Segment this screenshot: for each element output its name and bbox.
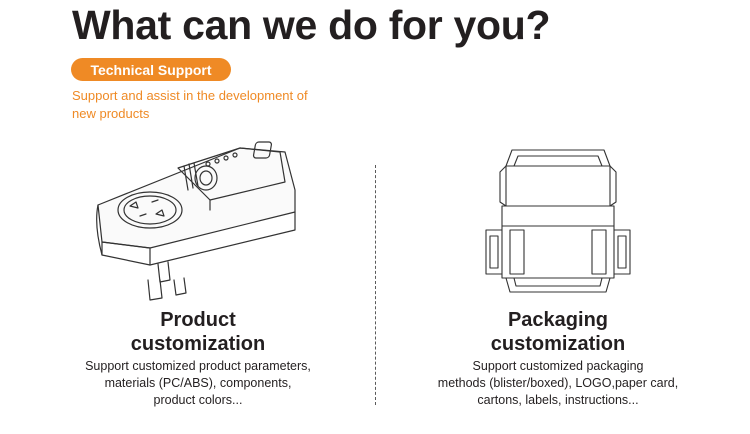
packaging-desc-line1: Support customized packaging [472, 359, 644, 373]
packaging-title-line2: customization [490, 333, 626, 355]
packaging-title-line1: Packaging [507, 309, 609, 331]
product-title-line1: Product [160, 309, 236, 331]
packaging-desc-line3: cartons, labels, instructions... [477, 393, 639, 407]
product-title-line2: customization [130, 333, 266, 355]
product-desc-line3: product colors... [153, 393, 243, 407]
packaging-customization-title: Packaging customization [448, 308, 668, 356]
packaging-customization-description: Support customized packaging methods (bl… [403, 358, 713, 409]
badge-label: Technical Support [90, 61, 212, 78]
packaging-desc-line2: methods (blister/boxed), LOGO,paper card… [437, 376, 679, 390]
socket-adapter-illustration [96, 141, 296, 301]
product-customization-title: Product customization [88, 308, 308, 356]
subtitle: Support and assist in the development of… [72, 88, 308, 121]
column-divider [375, 165, 376, 405]
product-desc-line2: materials (PC/ABS), components, [104, 376, 292, 390]
product-customization-description: Support customized product parameters, m… [48, 358, 348, 409]
packaging-box-illustration [485, 149, 631, 293]
page-heading: What can we do for you? [72, 2, 551, 48]
product-desc-line1: Support customized product parameters, [85, 359, 311, 373]
technical-support-badge: Technical Support [71, 58, 231, 81]
